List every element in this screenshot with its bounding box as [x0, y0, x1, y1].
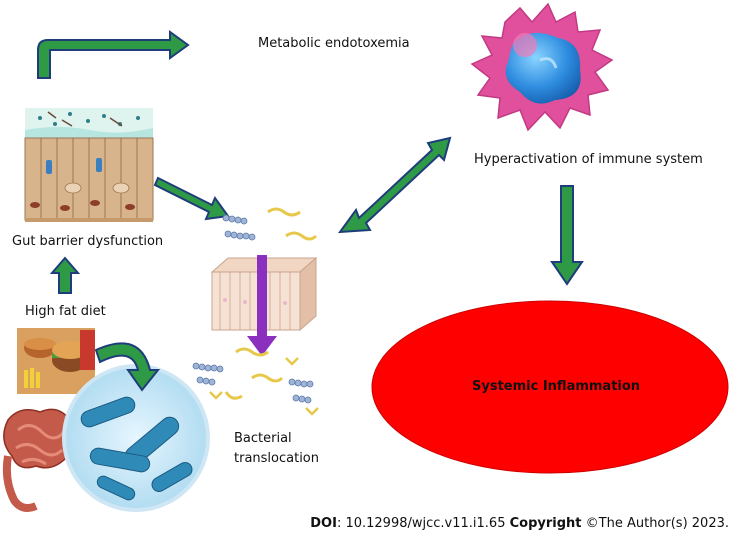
- arrow-gut-to-bacteria: [153, 176, 230, 221]
- hyperactivation-label: Hyperactivation of immune system: [474, 152, 703, 167]
- high-fat-diet-label: High fat diet: [25, 304, 106, 319]
- bacterial-label: Bacterial: [234, 431, 292, 446]
- gut-barrier-label: Gut barrier dysfunction: [12, 234, 164, 249]
- intestine-icon: [2, 408, 76, 512]
- immune-cell-icon: [470, 2, 614, 132]
- bacteria-top-icon: [222, 207, 318, 241]
- bacteria-bottom-icon: [192, 347, 319, 416]
- intestinal-tissue-icon: [210, 256, 318, 332]
- translocation-arrow: [247, 255, 277, 356]
- doi-footer: DOI: 10.12998/wjcc.v11.i1.65 Copyright ©…: [0, 516, 729, 531]
- arrow-down-inflammation: [550, 185, 584, 286]
- gut-barrier-icon: [24, 108, 154, 222]
- double-arrow-immune: [337, 136, 452, 234]
- curved-arrow-food-to-gut: [94, 342, 161, 392]
- bent-arrow-top: [37, 30, 190, 79]
- translocation-label: translocation: [234, 451, 320, 466]
- fast-food-icon: [17, 328, 95, 394]
- systemic-inflammation-label: Systemic Inflammation: [472, 379, 641, 394]
- bacteria-magnified-icon: [62, 364, 210, 512]
- doi-value: : 10.12998/wjcc.v11.i1.65: [336, 516, 510, 531]
- metabolic-endotoxemia-label: Metabolic endotoxemia: [258, 36, 410, 51]
- systemic-inflammation-ellipse: [371, 300, 729, 474]
- arrow-up-gut: [49, 256, 81, 294]
- copyright-label: Copyright: [509, 516, 582, 531]
- copyright-value: ©The Author(s) 2023.: [581, 516, 729, 531]
- doi-label: DOI: [310, 516, 337, 531]
